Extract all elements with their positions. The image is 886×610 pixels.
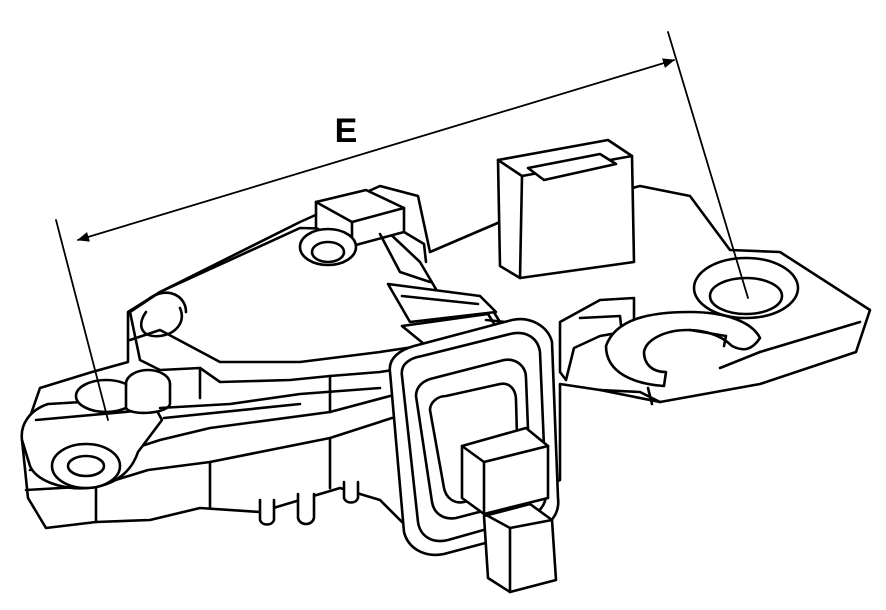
extension-line-right <box>667 31 749 299</box>
terminal-clip <box>558 296 762 388</box>
bottom-pins <box>258 480 360 526</box>
small-post-left <box>74 368 382 420</box>
brush-connector <box>388 317 560 594</box>
connector-tower <box>496 138 636 280</box>
mounting-hole-right <box>692 256 800 320</box>
left-mounting-eye <box>20 396 164 490</box>
extension-line-left <box>55 219 109 421</box>
dimension-e: E <box>55 31 749 421</box>
dimension-line <box>77 58 675 242</box>
dimension-label: E <box>335 112 358 150</box>
mounting-hole-top <box>298 227 358 267</box>
